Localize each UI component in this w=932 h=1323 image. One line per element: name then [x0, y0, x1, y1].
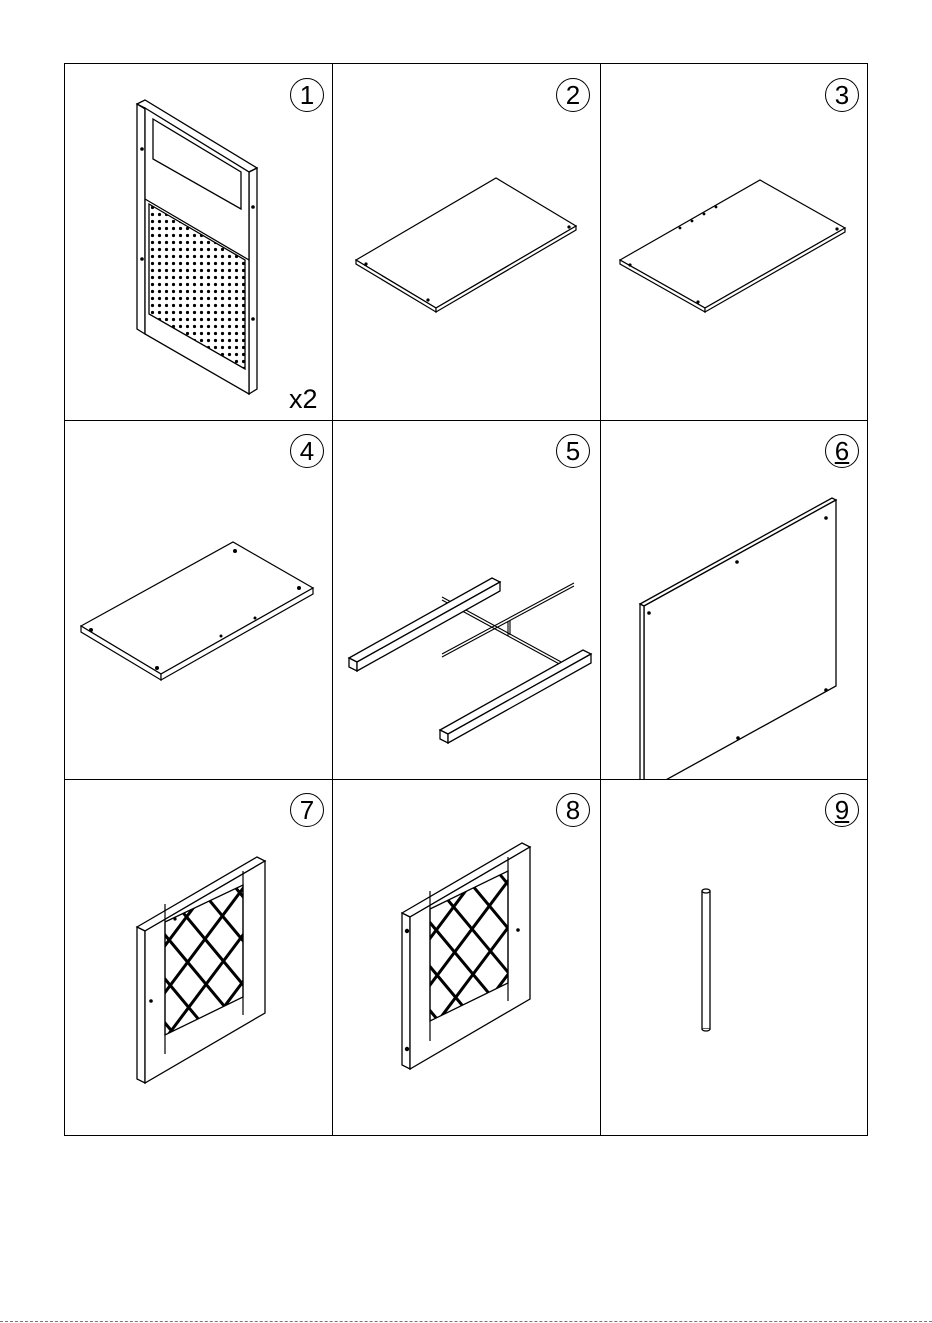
- part-cell-9: 9: [600, 779, 867, 1135]
- part-number-badge: 4: [290, 434, 324, 468]
- part-cell-8: 8: [332, 779, 600, 1135]
- part-number-badge: 8: [556, 793, 590, 827]
- part-number-badge: 2: [556, 78, 590, 112]
- part-cell-1: 1 x2: [65, 64, 332, 420]
- part-cell-3: 3: [600, 64, 867, 420]
- part-cell-7: 7: [65, 779, 332, 1135]
- lattice-door-right-icon: [332, 779, 600, 1135]
- part-number-badge: 6: [825, 434, 859, 468]
- back-panel-icon: [600, 420, 867, 779]
- part-cell-2: 2: [332, 64, 600, 420]
- page-edge-rule: [0, 1321, 932, 1322]
- bottom-board-icon: [65, 420, 332, 779]
- shelf-board-icon: [600, 64, 867, 420]
- part-cell-4: 4: [65, 420, 332, 779]
- side-panel-perforated-icon: [65, 64, 332, 420]
- lattice-door-left-icon: [65, 779, 332, 1135]
- quantity-label: x2: [289, 386, 318, 413]
- top-board-icon: [332, 64, 600, 420]
- part-cell-6: 6: [600, 420, 867, 779]
- part-number-badge: 5: [556, 434, 590, 468]
- part-number-badge: 7: [290, 793, 324, 827]
- rod-icon: [600, 779, 867, 1135]
- parts-grid: 1 x2 2: [64, 63, 868, 1136]
- base-frame-icon: [332, 420, 600, 779]
- part-cell-5: 5: [332, 420, 600, 779]
- part-number-badge: 9: [825, 793, 859, 827]
- part-number-badge: 1: [290, 78, 324, 112]
- part-number-badge: 3: [825, 78, 859, 112]
